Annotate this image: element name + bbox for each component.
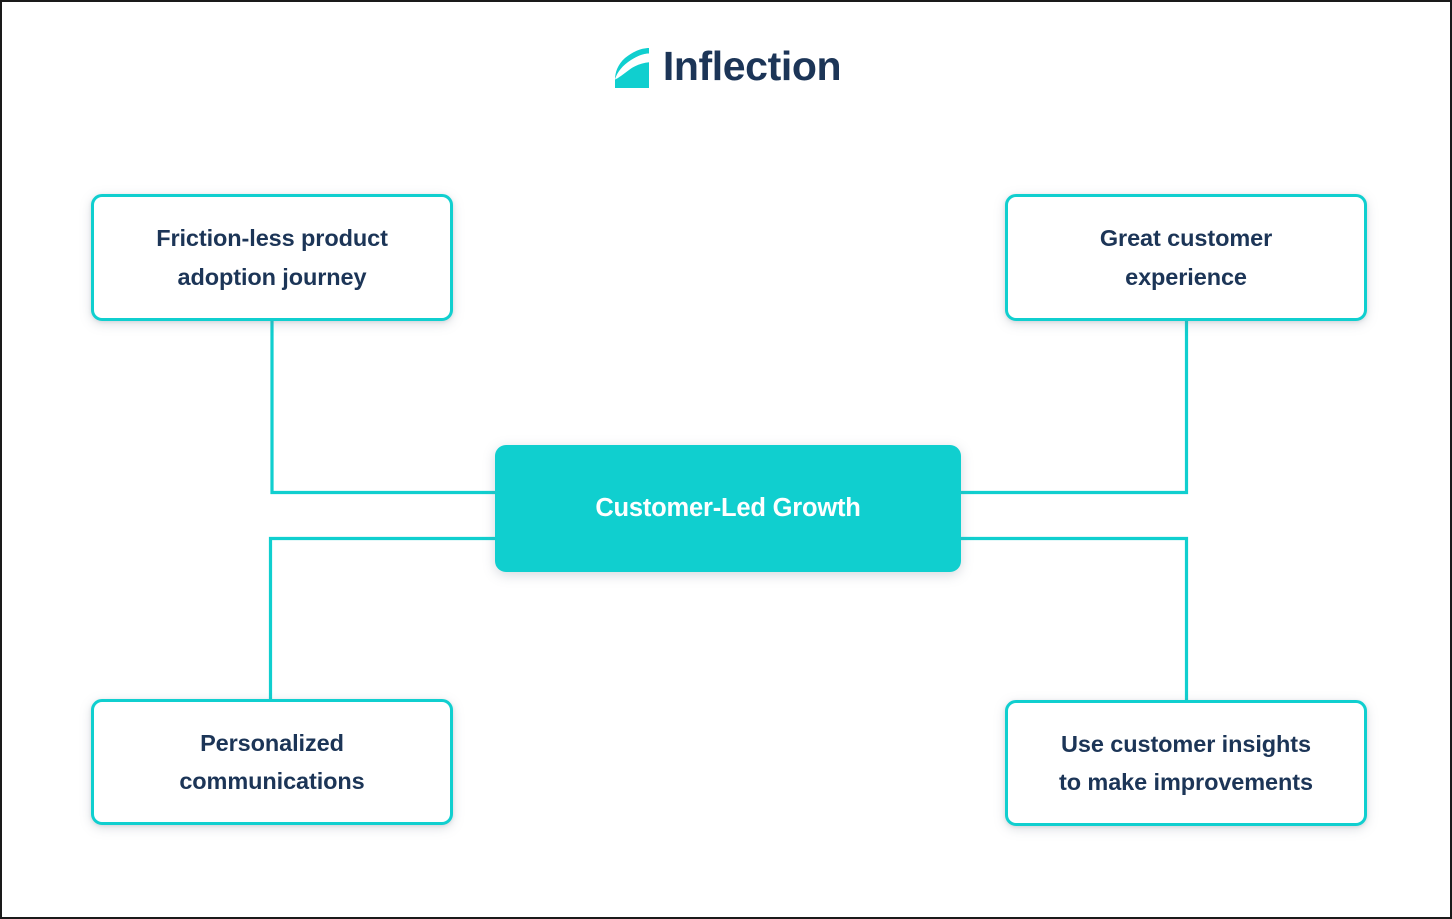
node-great-customer-experience[interactable]: Great customer experience	[1005, 194, 1367, 321]
node-use-customer-insights-to-make-improvements[interactable]: Use customer insights to make improvemen…	[1005, 700, 1367, 826]
inflection-curve-logo-icon	[614, 48, 649, 88]
node-friction-less-product-adoption-journey[interactable]: Friction-less product adoption journey	[91, 194, 453, 321]
node-label: Customer-Led Growth	[595, 493, 861, 522]
node-label: Use customer insights to make improvemen…	[1059, 730, 1313, 795]
node-label: Friction-less product adoption journey	[156, 225, 388, 290]
connector-top-right	[961, 320, 1189, 495]
node-label: Great customer experience	[1099, 225, 1273, 290]
brand-name: Inflection	[662, 42, 842, 89]
connector-bottom-right	[961, 536, 1189, 701]
connector-top-left	[270, 320, 495, 495]
connector-bottom-left	[268, 536, 495, 700]
node-customer-led-growth[interactable]: Customer-Led Growth	[495, 445, 961, 572]
node-label: Personalized communications	[179, 729, 365, 794]
node-personalized-communications[interactable]: Personalized communications	[91, 699, 453, 825]
brand-logo: Inflection	[2, 42, 1450, 89]
